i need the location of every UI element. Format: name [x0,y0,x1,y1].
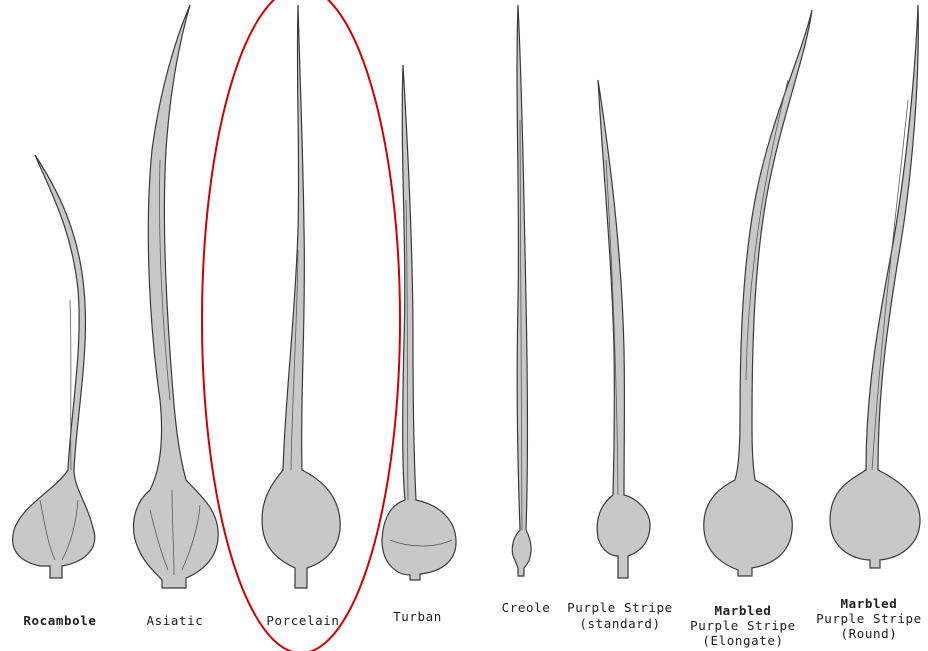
label-rocambole: Rocambole [15,613,105,628]
label-turban: Turban [385,609,450,624]
label-marbled-elongate: Marbled Purple Stripe (Elongate) [688,603,798,648]
marbled-round-plant [830,5,920,568]
label-porcelain: Porcelain [258,613,348,628]
label-purple-stripe: Purple Stripe (standard) [560,600,680,632]
label-asiatic: Asiatic [140,613,210,628]
purple-stripe-standard-plant [597,80,650,578]
label-creole: Creole [496,600,556,615]
asiatic-plant [134,5,219,588]
rocambole-plant [13,155,95,578]
marbled-elongate-plant [704,10,812,576]
porcelain-plant [262,5,340,588]
creole-plant [512,5,531,576]
label-marbled-round: Marbled Purple Stripe (Round) [813,596,925,641]
turban-plant [382,65,456,580]
